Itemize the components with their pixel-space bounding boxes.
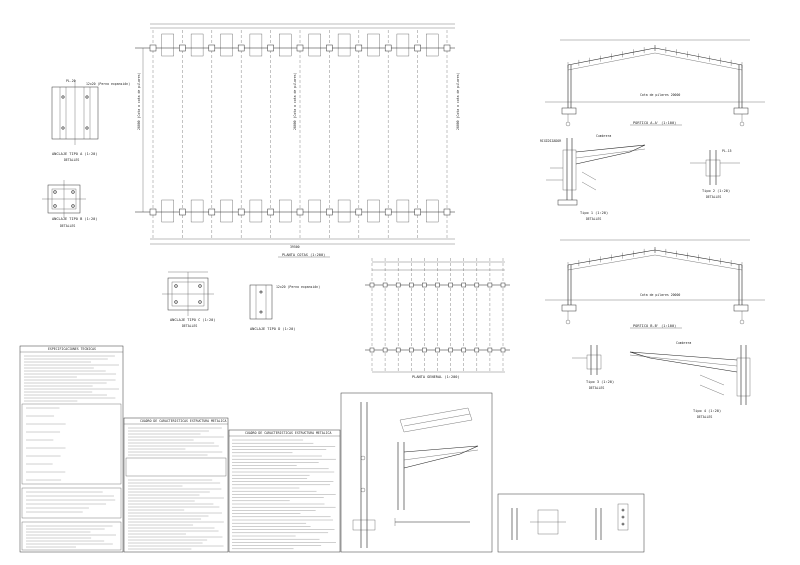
anchor-b1-title: ANCLAJE TIPO C (1:20) <box>170 318 215 322</box>
plan-main-title: PLANTA COTAS (1:200) <box>282 253 325 257</box>
plan-column <box>179 44 186 52</box>
svg-text:DETALLES: DETALLES <box>589 386 604 390</box>
plan-general-column <box>500 282 506 288</box>
svg-text:DETALLES: DETALLES <box>586 217 601 221</box>
detail-2-title: Tipo 2 (1:20) <box>702 189 730 193</box>
plan-column <box>414 44 421 52</box>
notes-panel-2 <box>123 417 229 553</box>
plan-general-column <box>474 347 480 353</box>
plan-column <box>208 44 216 52</box>
plan-main: 28000 (Cota a cota de pilares) 28000 (Co… <box>135 23 460 249</box>
detail-4: Cumbrera <box>629 341 751 405</box>
svg-text:DETALLES: DETALLES <box>60 224 75 228</box>
svg-text:28000 (Cota a cota de pilares): 28000 (Cota a cota de pilares) <box>293 72 297 130</box>
plan-column <box>296 44 304 52</box>
plan-column <box>267 44 274 52</box>
plan-general-column <box>500 347 506 353</box>
plan-column <box>208 208 216 216</box>
detail-3 <box>572 345 602 375</box>
svg-text:RIGIDIZADOR: RIGIDIZADOR <box>540 139 561 143</box>
plan-column <box>267 208 274 216</box>
plan-general-column <box>395 347 401 353</box>
notes-panel-2-title: CUADRO DE CARACTERISTICAS ESTRUCTURA MET… <box>140 419 226 423</box>
svg-text:PL-15: PL-15 <box>722 149 732 153</box>
plan-column <box>384 44 392 52</box>
plan-general-column <box>409 347 414 353</box>
svg-text:DETALLES: DETALLES <box>697 415 712 419</box>
anchor-b2: 12x20 (Perno expansión) <box>249 284 320 320</box>
notes-panel-3-title: CUADRO DE CARACTERISTICAS ESTRUCTURA MET… <box>245 431 331 435</box>
plan-column <box>179 208 186 216</box>
svg-text:PL-20: PL-20 <box>66 79 76 83</box>
anchor-a2-title: ANCLAJE TIPO B (1:20) <box>52 217 97 221</box>
plan-general-column <box>487 347 493 353</box>
detail-1-title: Tipo 1 (1:20) <box>580 211 608 215</box>
portico-2-title: PORTICO B-B' (1:100) <box>633 324 676 328</box>
plan-column <box>296 208 304 216</box>
plan-general-column <box>382 347 388 353</box>
plan-general-column <box>448 347 453 353</box>
plan-general-column <box>448 282 453 288</box>
plan-general-column <box>369 282 375 288</box>
plan-column <box>237 44 245 52</box>
plan-general-column <box>487 282 493 288</box>
plan-column <box>443 208 451 216</box>
plan-column <box>237 208 245 216</box>
anchor-b1 <box>162 271 214 316</box>
plan-column <box>149 44 157 52</box>
svg-text:39500: 39500 <box>290 245 300 249</box>
plan-general-column <box>422 347 427 353</box>
plan-column <box>149 208 157 216</box>
plan-column <box>326 44 333 52</box>
plan-general-column <box>474 282 480 288</box>
plan-general-column <box>435 282 440 288</box>
detail-box-right <box>497 493 645 553</box>
plan-column <box>443 44 451 52</box>
anchor-a1-title: ANCLAJE TIPO A (1:20) <box>52 152 97 156</box>
portico-1: Cota de pilares 20000 <box>545 39 765 127</box>
plan-column <box>355 208 363 216</box>
notes-panel-1-title: ESPECIFICACIONES TECNICAS <box>48 347 96 351</box>
svg-text:DETALLES: DETALLES <box>182 324 197 328</box>
plan-general-column <box>382 282 388 288</box>
anchor-a2 <box>42 180 86 218</box>
plan-column <box>355 44 363 52</box>
svg-text:Cota de pilares 20000: Cota de pilares 20000 <box>640 93 680 97</box>
plan-general-column <box>461 347 466 353</box>
svg-text:12x20 (Perno expansión): 12x20 (Perno expansión) <box>86 82 130 86</box>
detail-3-title: Tipo 3 (1:20) <box>586 380 614 384</box>
svg-text:12x20 (Perno expansión): 12x20 (Perno expansión) <box>276 285 320 289</box>
plan-column <box>414 208 421 216</box>
plan-column <box>326 208 333 216</box>
plan-column <box>384 208 392 216</box>
svg-text:DETALLES: DETALLES <box>64 158 79 162</box>
svg-text:Cota de pilares 20000: Cota de pilares 20000 <box>640 293 680 297</box>
plan-general-column <box>369 347 375 353</box>
anchor-a1: PL-20 12x20 (Perno expansión) <box>51 79 130 145</box>
svg-text:28000 (Cota a cota de pilares): 28000 (Cota a cota de pilares) <box>456 72 460 130</box>
detail-2: PL-15 <box>690 149 740 185</box>
plan-general-column <box>435 347 440 353</box>
svg-text:28000 (Cota a cota de pilares): 28000 (Cota a cota de pilares) <box>137 72 141 130</box>
detail-1: Cumbrera RIGIDIZADOR <box>540 134 646 206</box>
notes-panel-1 <box>19 345 124 553</box>
svg-text:Cumbrera: Cumbrera <box>596 134 611 138</box>
plan-general-column <box>409 282 414 288</box>
portico-1-title: PORTICO A-A' (1:100) <box>633 121 676 125</box>
anchor-b2-title: ANCLAJE TIPO D (1:20) <box>250 327 295 331</box>
plan-general-column <box>395 282 401 288</box>
svg-text:DETALLES: DETALLES <box>706 195 721 199</box>
plan-general-title: PLANTA GENERAL (1:200) <box>412 375 460 379</box>
plan-general-column <box>461 282 466 288</box>
detail-box-center <box>340 392 493 553</box>
plan-general-column <box>422 282 427 288</box>
detail-4-title: Tipo 4 (1:20) <box>693 409 721 413</box>
svg-text:Cumbrera: Cumbrera <box>676 341 691 345</box>
